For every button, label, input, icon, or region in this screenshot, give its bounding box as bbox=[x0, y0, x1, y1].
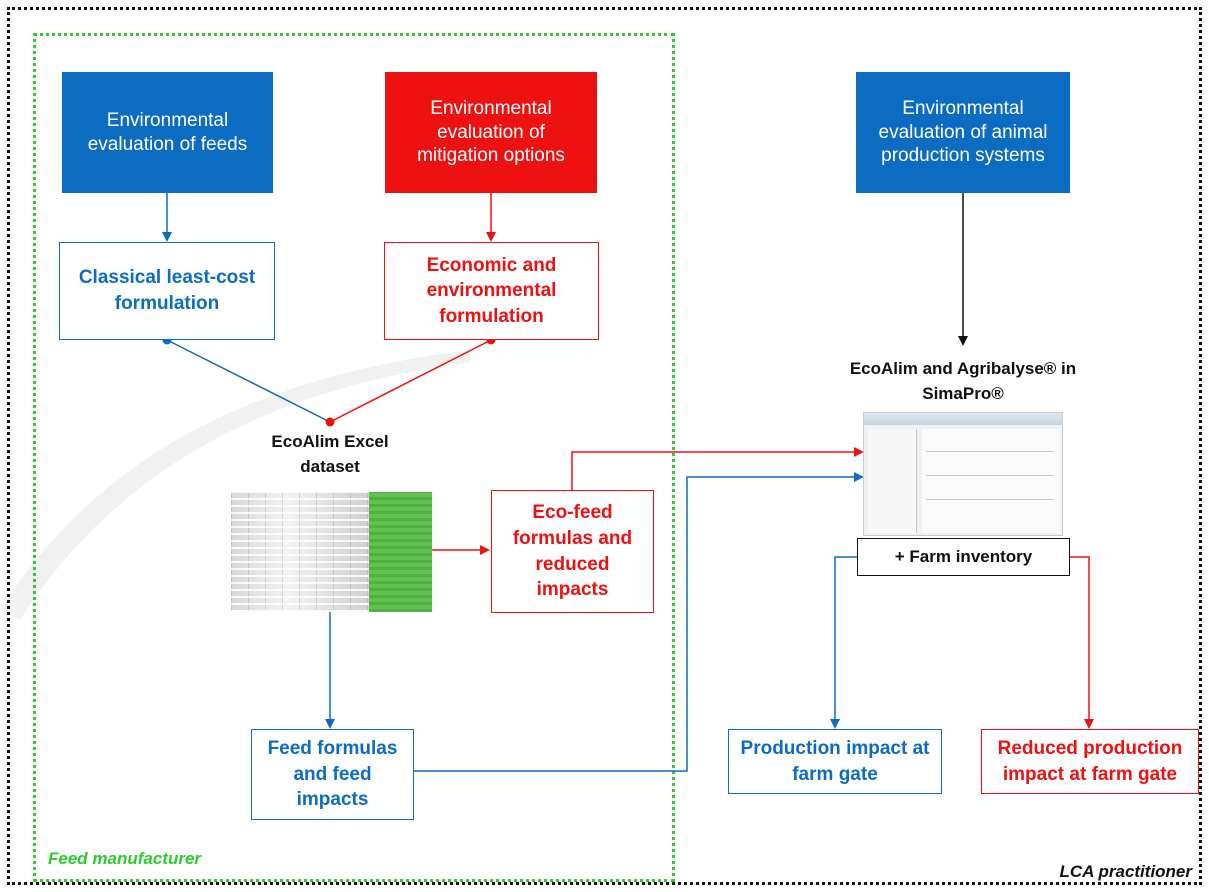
lca-practitioner-label: LCA practitioner bbox=[1059, 862, 1192, 881]
env-evaluation-mitigation-box: Environmental evaluation of mitigation o… bbox=[385, 72, 597, 193]
connector-classical-to-dataset bbox=[166, 339, 331, 423]
env-evaluation-feeds-box: Environmental evaluation of feeds bbox=[62, 72, 273, 193]
eco-feed-formulas-box: Eco-feed formulas and reduced impacts bbox=[491, 490, 654, 613]
simapro-label: EcoAlim and Agribalyse® in SimaPro® bbox=[849, 359, 1077, 403]
arrow-inventory-to-reduced bbox=[1070, 556, 1094, 729]
eco-feed-formulas-text: Eco-feed formulas and reduced impacts bbox=[512, 502, 633, 601]
lca-practitioner-frame bbox=[7, 7, 1202, 885]
env-evaluation-feeds-text: Environmental evaluation of feeds bbox=[87, 109, 248, 155]
env-evaluation-animal-box: Environmental evaluation of animal produ… bbox=[856, 72, 1070, 193]
feed-formulas-text: Feed formulas and feed impacts bbox=[267, 738, 398, 811]
classical-formulation-text: Classical least-cost formulation bbox=[78, 267, 256, 314]
feed-manufacturer-label: Feed manufacturer bbox=[48, 849, 202, 868]
production-impact-box: Production impact at farm gate bbox=[728, 729, 942, 794]
classical-formulation-box: Classical least-cost formulation bbox=[59, 242, 275, 340]
reduced-production-impact-text: Reduced production impact at farm gate bbox=[997, 737, 1183, 785]
arrow-ecofeed-to-simapro bbox=[571, 447, 864, 490]
feed-manufacturer-frame bbox=[33, 33, 675, 882]
junction-dot-dataset bbox=[325, 417, 335, 427]
production-impact-text: Production impact at farm gate bbox=[740, 737, 930, 785]
economic-environmental-formulation-box: Economic and environmental formulation bbox=[384, 242, 599, 340]
env-evaluation-animal-text: Environmental evaluation of animal produ… bbox=[878, 97, 1048, 167]
reduced-production-impact-box: Reduced production impact at farm gate bbox=[981, 729, 1199, 794]
farm-inventory-text: + Farm inventory bbox=[894, 547, 1033, 566]
arrow-feedformulas-to-simapro bbox=[414, 472, 864, 772]
simapro-screenshot-thumbnail bbox=[863, 412, 1063, 536]
feed-formulas-box: Feed formulas and feed impacts bbox=[251, 729, 414, 820]
arrow-inventory-to-production bbox=[830, 556, 857, 729]
economic-environmental-formulation-text: Economic and environmental formulation bbox=[426, 254, 557, 327]
excel-dataset-thumbnail bbox=[231, 492, 432, 612]
ecoalim-excel-dataset-label: EcoAlim Excel dataset bbox=[271, 432, 389, 476]
farm-inventory-box: + Farm inventory bbox=[857, 538, 1070, 576]
connector-economic-to-dataset bbox=[329, 339, 492, 423]
env-evaluation-mitigation-text: Environmental evaluation of mitigation o… bbox=[417, 97, 565, 167]
